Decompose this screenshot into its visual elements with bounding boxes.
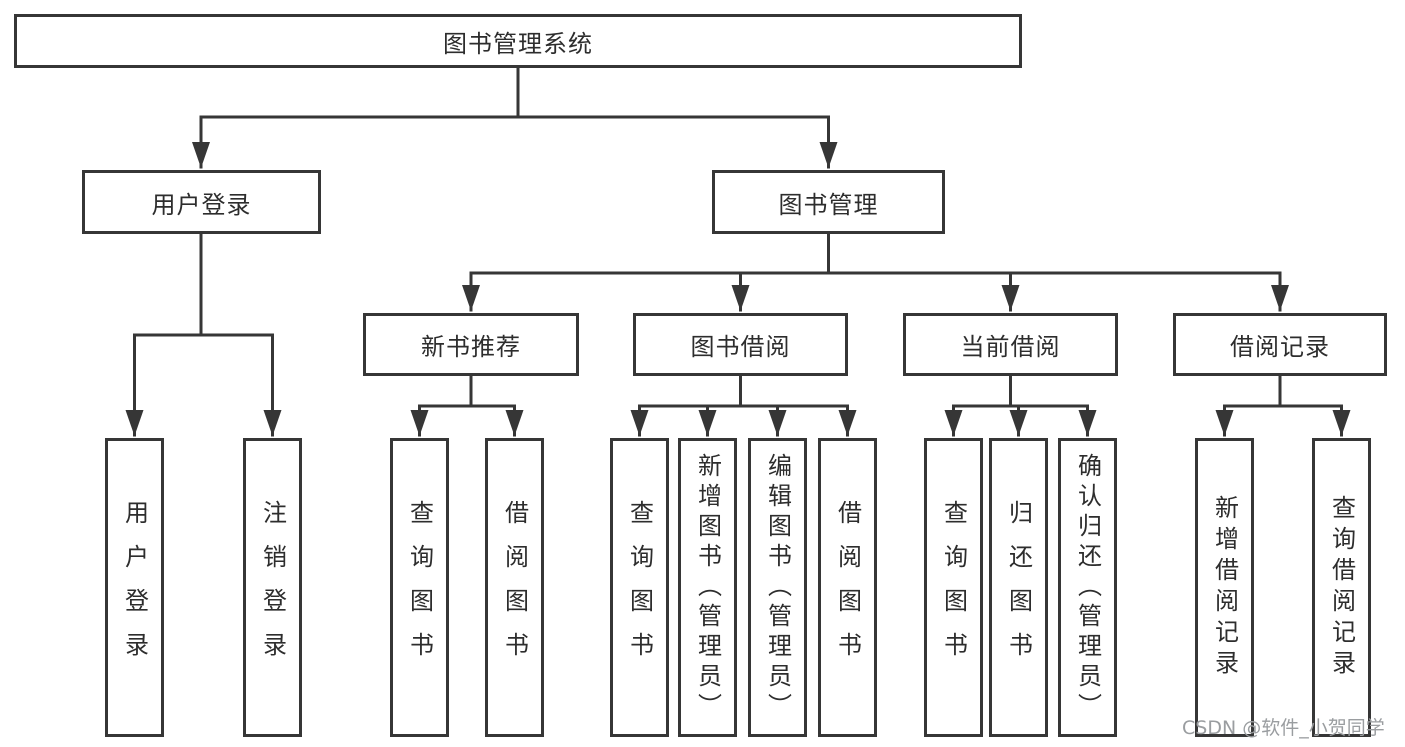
leaf-label: 新增借阅记录 [1210,494,1239,681]
leaf-label: 借阅图书 [500,499,529,676]
node-current-borrowing: 当前借阅 [903,313,1118,376]
leaf-label: 注销登录 [258,499,287,676]
node-new-book-recommend: 新书推荐 [363,313,579,376]
leaf-query-books-current: 查询图书 [924,438,983,737]
leaf-label: 编辑图书（管理员） [763,452,792,723]
leaf-label: 查询图书 [625,499,654,676]
leaf-edit-book-admin: 编辑图书（管理员） [748,438,807,737]
node-label: 用户登录 [151,190,252,219]
leaf-add-borrow-record: 新增借阅记录 [1195,438,1254,737]
node-label: 图书管理 [778,190,879,219]
leaf-label: 归还图书 [1004,499,1033,676]
leaf-label: 用户登录 [120,499,149,676]
leaf-label: 借阅图书 [833,499,862,676]
node-book-borrowing: 图书借阅 [633,313,848,376]
node-label: 新书推荐 [421,333,521,361]
leaf-borrow-books-recommend: 借阅图书 [485,438,544,737]
node-label: 当前借阅 [960,333,1061,361]
node-label: 图书借阅 [690,333,791,361]
leaf-query-books-borrow: 查询图书 [610,438,669,737]
leaf-label: 新增图书（管理员） [693,452,722,723]
leaf-return-books: 归还图书 [989,438,1048,737]
leaf-add-book-admin: 新增图书（管理员） [678,438,737,737]
node-label: 借阅记录 [1230,333,1330,361]
watermark: CSDN @软件_小贺同学 [1182,717,1385,739]
leaf-logout: 注销登录 [243,438,302,737]
leaf-label: 查询图书 [405,499,434,676]
node-book-management: 图书管理 [712,170,945,234]
leaf-confirm-return-admin: 确认归还（管理员） [1058,438,1117,737]
leaf-query-books-recommend: 查询图书 [390,438,449,737]
leaf-borrow-books: 借阅图书 [818,438,877,737]
node-library-system: 图书管理系统 [14,14,1022,68]
leaf-label: 确认归还（管理员） [1073,452,1102,723]
node-label: 图书管理系统 [443,29,593,58]
node-user-login: 用户登录 [82,170,321,234]
node-borrowing-records: 借阅记录 [1173,313,1387,376]
leaf-user-login: 用户登录 [105,438,164,737]
leaf-query-borrow-record: 查询借阅记录 [1312,438,1371,737]
leaf-label: 查询借阅记录 [1327,494,1356,681]
leaf-label: 查询图书 [939,499,968,676]
